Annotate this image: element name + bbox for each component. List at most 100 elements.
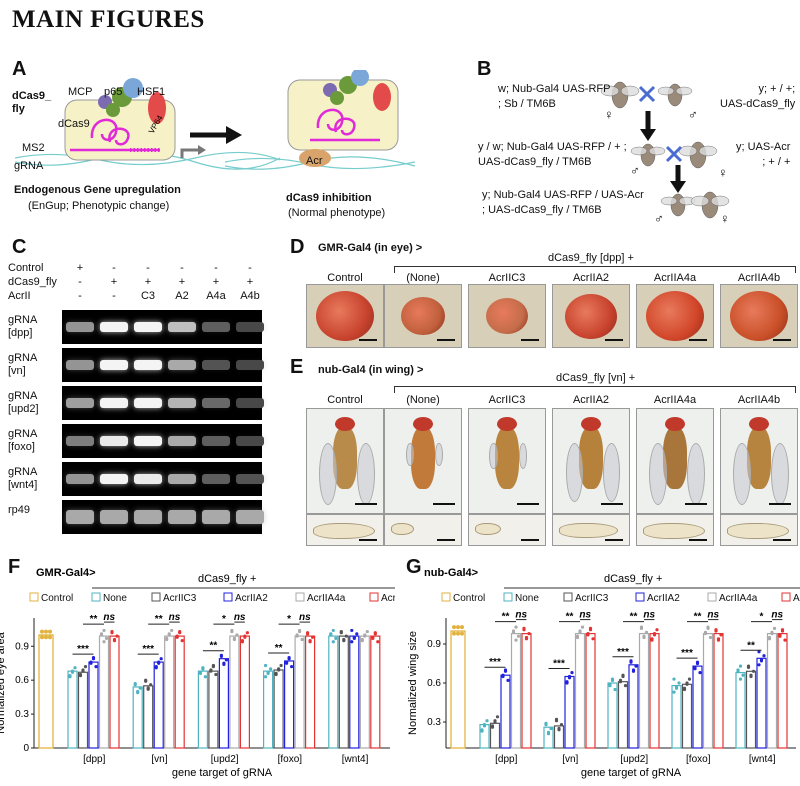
sig-label: ***: [142, 644, 154, 655]
point-none: [70, 669, 75, 673]
lane-4-dcas9: +: [178, 276, 186, 288]
fly-wing-left: [565, 443, 583, 502]
scale-bar: [605, 339, 623, 341]
gel-label-5: gRNA [wnt4]: [8, 466, 38, 491]
sig-label: ns: [169, 612, 181, 623]
wing-blade: [313, 523, 375, 539]
legend-entry: None: [103, 593, 127, 604]
gel-label-2: gRNA [vn]: [8, 352, 38, 377]
point-none: [544, 721, 548, 725]
bar-acriia4a: [229, 635, 240, 749]
fly-wing-left: [406, 443, 414, 466]
gel-band: [100, 322, 128, 332]
cross1-right-genotype: y; + / +; UAS-dCas9_fly: [720, 83, 796, 110]
svg-text:♂: ♂: [630, 163, 640, 178]
gel-band: [202, 510, 230, 524]
bar-none: [607, 682, 618, 749]
point-acriia2: [94, 665, 98, 669]
cross3-genotype: y; Nub-Gal4 UAS-RFP / UAS-Acr ; UAS-dCas…: [482, 189, 644, 216]
point-acriia2: [629, 659, 633, 663]
lane-6-dcas9: +: [246, 276, 254, 288]
point-acriia4b: [522, 626, 526, 630]
point-acriia2: [285, 660, 289, 664]
gel-band: [202, 436, 230, 446]
mcp-label: MCP: [68, 86, 93, 98]
scale-bar: [769, 503, 791, 505]
sig-label: ns: [515, 610, 527, 621]
lane-3-dcas9: +: [144, 276, 152, 288]
legend-swatch: [503, 592, 513, 602]
sig-label: **: [210, 641, 218, 652]
x-tick-label: [vn]: [562, 754, 578, 765]
x-tick-label: [upd2]: [620, 754, 648, 765]
gel-band: [202, 398, 230, 408]
x-tick-label: [dpp]: [83, 754, 105, 765]
point-acriic3: [344, 634, 348, 638]
bar-acriia4a: [164, 635, 175, 749]
panel-e-driver: nub-Gal4 (in wing) >: [318, 364, 424, 376]
bar-acriia4b: [649, 632, 660, 749]
point-acriia4a: [295, 633, 299, 637]
point-acriia2: [501, 673, 505, 677]
point-acriia2: [290, 665, 294, 669]
bar-acriia2: [500, 674, 511, 749]
gel-band: [168, 436, 196, 446]
gel-band: [168, 398, 196, 408]
point-acriic3: [209, 668, 213, 672]
y-tick-label: 0.3: [15, 709, 29, 720]
compound-eye: [401, 297, 445, 335]
bar-none: [671, 685, 682, 749]
scale-bar: [773, 539, 791, 541]
point-acriia2: [89, 660, 93, 664]
point-none: [201, 666, 205, 670]
fly-photo: [636, 408, 714, 514]
fly-wing-left: [319, 443, 337, 505]
point-acriia2: [157, 660, 161, 664]
fly-head: [335, 417, 355, 431]
fly-body: [495, 427, 519, 489]
scale-bar: [355, 503, 377, 505]
legend-swatch: [369, 592, 379, 602]
point-acriic3: [81, 668, 85, 672]
bar-acriia4a: [510, 632, 522, 749]
point-acriia4b: [373, 631, 377, 635]
point-control: [48, 629, 52, 634]
legend-entry: AcrIIA4b: [381, 593, 395, 604]
fly-wing-right: [771, 443, 789, 505]
bar-none: [479, 724, 490, 749]
bar-acriia4b: [109, 635, 120, 749]
point-acriic3: [554, 717, 559, 721]
scale-bar: [773, 339, 791, 341]
point-acriia4a: [363, 633, 367, 637]
gel-band: [100, 436, 128, 446]
eye-photo: [636, 284, 714, 348]
point-acriia2: [567, 674, 572, 679]
scale-bar: [359, 339, 377, 341]
point-acriia4a: [104, 636, 109, 640]
gel-band: [236, 322, 264, 332]
point-none: [672, 690, 676, 694]
lane-2-dcas9: +: [110, 276, 118, 288]
point-none: [546, 730, 551, 734]
gel-band: [236, 510, 264, 524]
scale-bar: [689, 339, 707, 341]
point-acriia4b: [586, 632, 590, 636]
point-acriia2: [355, 632, 359, 636]
y-axis-label: Normalized wing size: [407, 631, 419, 735]
point-acriia4b: [719, 633, 723, 637]
fly-col-label: AcrIIA4b: [737, 394, 781, 406]
fly-body: [663, 427, 687, 489]
point-control: [40, 629, 44, 634]
compound-eye: [564, 293, 618, 339]
point-control: [456, 625, 460, 630]
gel-image-1: [62, 310, 264, 344]
x-tick-label: [dpp]: [495, 754, 517, 765]
sig-label: *: [287, 614, 291, 625]
panel-b-label: B: [477, 58, 492, 80]
point-none: [203, 675, 207, 679]
point-acriia4b: [115, 634, 119, 638]
point-acriic3: [687, 677, 692, 681]
compound-eye: [486, 298, 528, 334]
gel-label-1: gRNA [dpp]: [8, 314, 38, 339]
